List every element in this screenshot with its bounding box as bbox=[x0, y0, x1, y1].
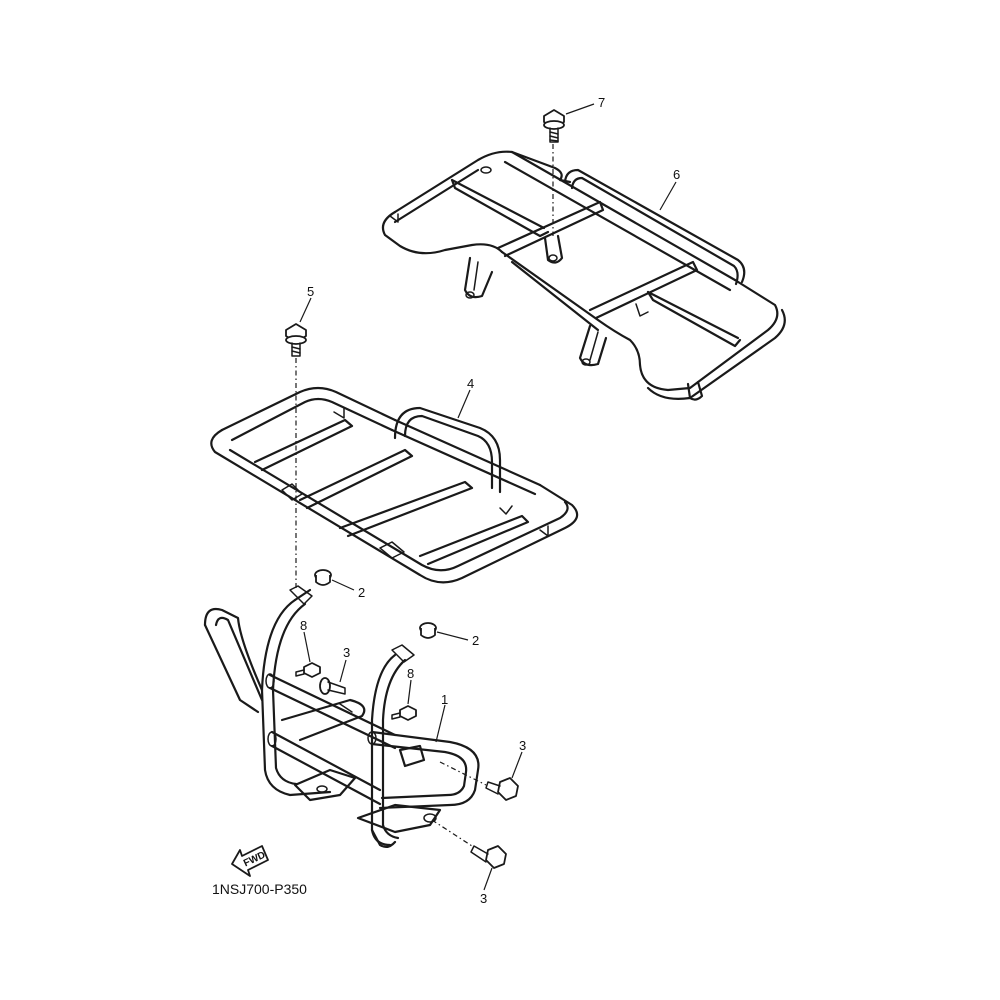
callout-2b: 2 bbox=[472, 633, 479, 648]
callout-8b: 8 bbox=[407, 666, 414, 681]
leader-4 bbox=[457, 389, 471, 419]
leader-6 bbox=[659, 181, 677, 211]
rear-carrier-rack bbox=[381, 150, 786, 401]
front-guard bbox=[203, 585, 480, 849]
callout-3a: 3 bbox=[343, 645, 350, 660]
leader-8a bbox=[303, 631, 311, 663]
callout-5: 5 bbox=[307, 284, 314, 299]
callout-4: 4 bbox=[467, 376, 474, 391]
flange-bolt-5 bbox=[285, 323, 307, 357]
bolt-3-center bbox=[319, 677, 346, 695]
callout-3c: 3 bbox=[480, 891, 487, 906]
leader-8b bbox=[407, 679, 412, 705]
leader-3a bbox=[339, 659, 347, 683]
bolt-3-bottom-axis bbox=[431, 819, 473, 847]
front-carrier-rack bbox=[210, 386, 579, 584]
grommet-2-left bbox=[314, 569, 332, 586]
bolt-8-left bbox=[295, 662, 321, 678]
leader-3b bbox=[511, 751, 523, 779]
fwd-arrow-icon: FWD bbox=[231, 845, 269, 877]
leader-7 bbox=[565, 103, 595, 115]
callout-3b: 3 bbox=[519, 738, 526, 753]
callout-6: 6 bbox=[673, 167, 680, 182]
bolt-8-right bbox=[391, 705, 417, 721]
leader-3c bbox=[483, 867, 493, 891]
bolt-3-right-axis bbox=[439, 761, 487, 786]
flange-bolt-7 bbox=[543, 109, 565, 143]
leader-2a bbox=[331, 579, 355, 591]
callout-1: 1 bbox=[441, 692, 448, 707]
callout-7: 7 bbox=[598, 95, 605, 110]
leader-1 bbox=[435, 704, 446, 743]
bolt-3-bottom bbox=[470, 845, 507, 869]
drawing-code: 1NSJ700-P350 bbox=[212, 881, 307, 897]
leader-5 bbox=[299, 297, 312, 323]
leader-2b bbox=[436, 631, 469, 641]
grommet-2-right bbox=[419, 622, 437, 639]
callout-8a: 8 bbox=[300, 618, 307, 633]
callout-2a: 2 bbox=[358, 585, 365, 600]
bolt-3-right bbox=[485, 777, 519, 801]
